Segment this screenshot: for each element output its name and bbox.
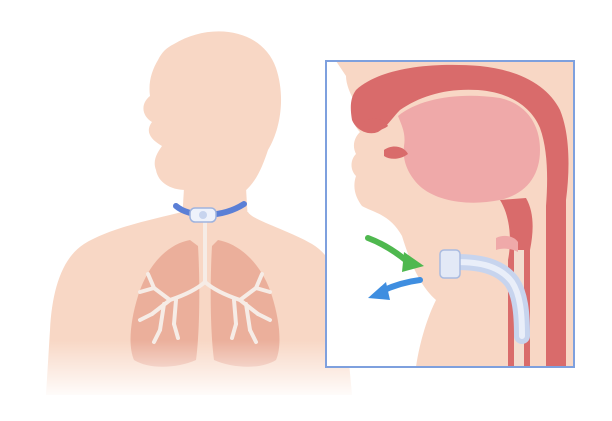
human-torso-icon [40,31,360,400]
airway-cross-section-icon [326,61,574,367]
